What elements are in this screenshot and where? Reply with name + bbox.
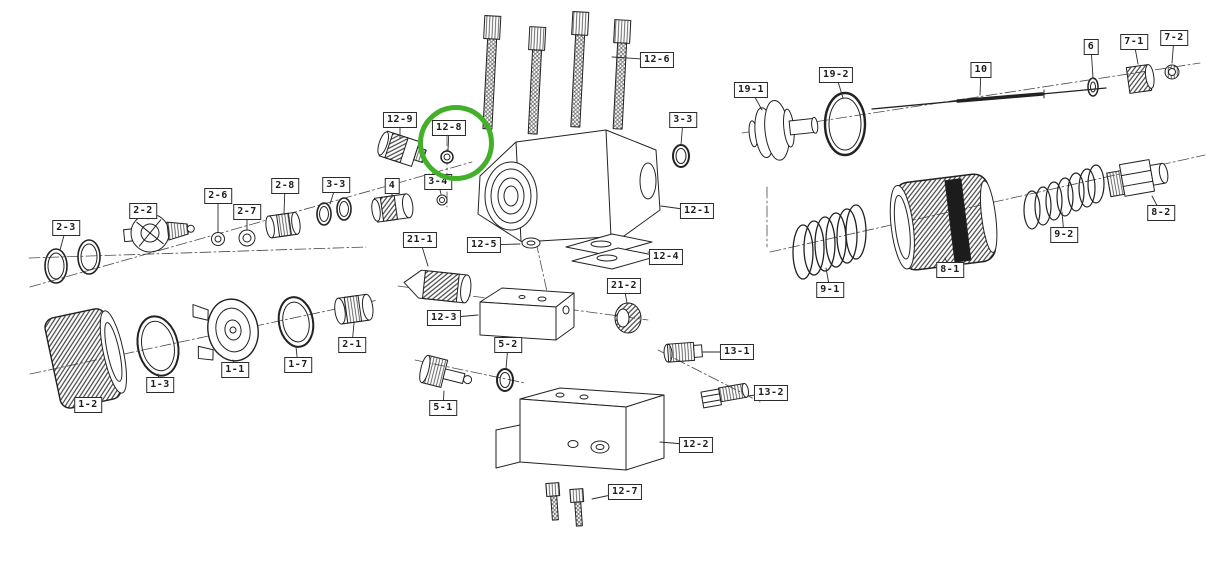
part-label-9-1: 9-1 [816, 282, 844, 298]
part-12-8-nut [440, 150, 454, 164]
part-9-1-spring [792, 204, 867, 280]
part-1-3-oring [136, 315, 180, 377]
part-21-1-valve [403, 269, 472, 304]
part-label-9-2: 9-2 [1050, 227, 1078, 243]
part-label-7-2: 7-2 [1160, 30, 1188, 46]
part-12-7-screws [545, 482, 585, 527]
part-label-8-2: 8-2 [1147, 205, 1175, 221]
part-7-1-packingnut [1125, 64, 1155, 94]
part-3-3-washers [316, 197, 352, 226]
part-12-9-fitting [377, 130, 427, 167]
part-12-3-block [479, 287, 575, 341]
part-label-12-5: 12-5 [466, 237, 502, 253]
part-12-4-gaskets [565, 233, 659, 270]
part-8-2-fitting [1106, 159, 1169, 198]
part-21-2-plug [614, 302, 642, 334]
part-label-6: 6 [1083, 39, 1099, 55]
part-2-1-nozzle [334, 293, 374, 325]
part-4-adapter [371, 193, 414, 223]
part-2-2-valve [123, 213, 195, 253]
part-2-6-nut [211, 232, 225, 246]
part-8-1-cup [889, 173, 998, 271]
part-9-2-spring [1023, 164, 1105, 230]
part-7-2-nut [1164, 64, 1180, 80]
part-12-5-washer [521, 237, 541, 249]
part-3-4-washer [436, 194, 448, 206]
part-label-19-1: 19-1 [733, 82, 769, 98]
part-label-19-2: 19-2 [818, 67, 854, 83]
part-label-2-6: 2-6 [204, 188, 232, 204]
part-label-12-9: 12-9 [382, 112, 418, 128]
part-label-12-7: 12-7 [607, 484, 643, 500]
part-label-7-1: 7-1 [1120, 34, 1148, 50]
part-12-6-screws [482, 11, 632, 135]
part-label-1-3: 1-3 [146, 377, 174, 393]
part-label-12-8: 12-8 [431, 120, 467, 136]
part-5-1-stem [419, 354, 473, 388]
part-label-12-2: 12-2 [678, 437, 714, 453]
part-label-1-7: 1-7 [284, 357, 312, 373]
part-label-5-2: 5-2 [494, 337, 522, 353]
part-label-12-4: 12-4 [648, 249, 684, 265]
part-label-4: 4 [384, 178, 400, 194]
part-5-2-oring [496, 368, 514, 392]
part-label-2-8: 2-8 [271, 178, 299, 194]
part-2-7-seat [238, 229, 256, 247]
part-label-2-1: 2-1 [338, 337, 366, 353]
part-label-2-3: 2-3 [52, 220, 80, 236]
part-12-2-block [495, 387, 665, 471]
part-label-1-2: 1-2 [74, 397, 102, 413]
part-label-12-3: 12-3 [426, 310, 462, 326]
part-label-21-1: 21-1 [402, 232, 438, 248]
part-label-21-2: 21-2 [606, 278, 642, 294]
part-19-1-airvalve [748, 99, 819, 161]
part-label-2-7: 2-7 [233, 204, 261, 220]
part-13-1-fitting [663, 341, 703, 363]
part-label-3-3: 3-3 [669, 112, 697, 128]
part-label-3-3: 3-3 [322, 177, 350, 193]
part-label-10: 10 [970, 62, 992, 78]
part-1-1-aircap [192, 298, 259, 362]
part-label-13-1: 13-1 [719, 344, 755, 360]
part-12-1-body [477, 129, 661, 243]
part-1-7-oring [277, 296, 315, 348]
part-label-12-1: 12-1 [679, 203, 715, 219]
part-label-2-2: 2-2 [129, 203, 157, 219]
part-label-13-2: 13-2 [753, 385, 789, 401]
part-2-3-orings [44, 239, 101, 284]
part-19-2-oring [823, 91, 867, 157]
part-label-8-1: 8-1 [936, 262, 964, 278]
part-label-3-4: 3-4 [424, 174, 452, 190]
part-label-12-6: 12-6 [639, 52, 675, 68]
part-label-1-1: 1-1 [221, 362, 249, 378]
part-label-5-1: 5-1 [429, 400, 457, 416]
part-13-2-nipple [700, 382, 750, 409]
part-2-8-fitting [265, 211, 301, 239]
